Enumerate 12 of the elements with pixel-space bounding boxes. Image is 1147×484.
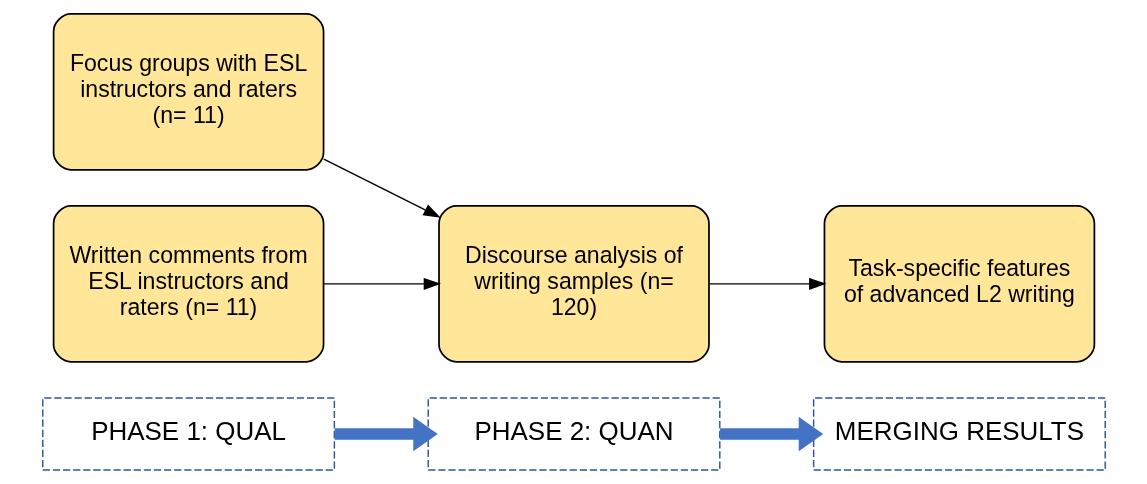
arrow: [708, 277, 826, 290]
arrow: [719, 416, 823, 452]
arrow: [322, 277, 441, 290]
arrow: [334, 416, 438, 452]
node-box: Task-specific features of advanced L2 writing: [823, 205, 1095, 363]
node-box: Written comments from ESL instructors and raters (n= 11): [52, 205, 324, 363]
node-box: MERGING RESULTS: [812, 397, 1106, 471]
arrow: [322, 158, 441, 218]
node-box: Discourse analysis of writing samples (n= 120): [437, 205, 710, 363]
node-box: PHASE 1: QUAL: [41, 397, 335, 471]
node-box: Focus groups with ESL instructors and raters (n= 11): [52, 13, 324, 171]
node-box: PHASE 2: QUAN: [426, 397, 720, 471]
